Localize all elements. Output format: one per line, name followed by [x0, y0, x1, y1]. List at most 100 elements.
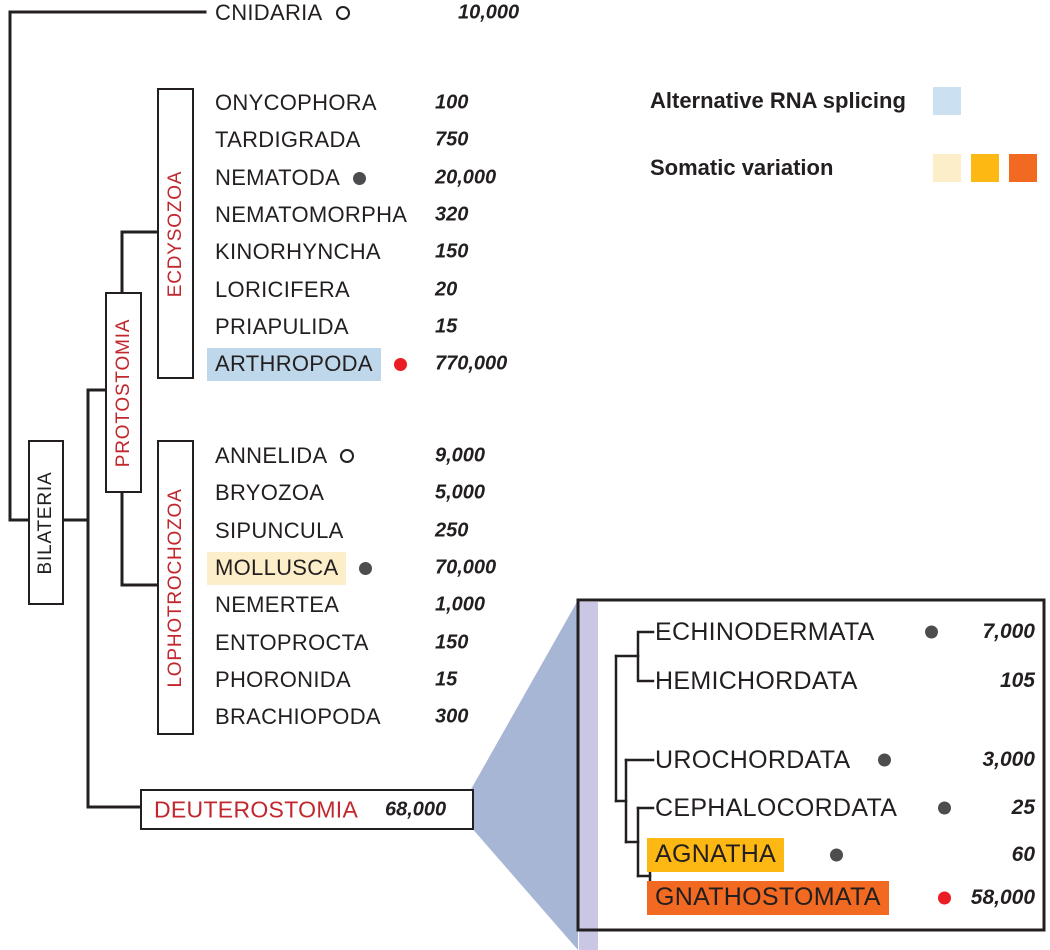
gray-dot-marker — [878, 753, 891, 767]
taxon-name: LORICIFERA — [215, 277, 351, 302]
taxon-count: 20 — [435, 278, 458, 301]
clade-box-bilateria: BILATERIA — [28, 440, 64, 605]
gray-dot-marker — [925, 625, 938, 639]
taxon-row-phoronida: PHORONIDA 15 — [215, 665, 595, 695]
taxon-name-highlighted: MOLLUSCA — [207, 551, 347, 585]
taxon-count: 5,000 — [435, 481, 486, 504]
taxon-name: UROCHORDATA — [655, 745, 851, 774]
taxon-count: 750 — [435, 128, 469, 151]
inset-panel-background — [578, 600, 1044, 930]
clade-label-lophotrochozoa: LOPHOTROCHOZOA — [164, 487, 186, 688]
gray-dot-marker — [353, 171, 367, 185]
taxon-count: 20,000 — [435, 166, 497, 189]
taxon-row-tardigrada: TARDIGRADA 750 — [215, 125, 595, 155]
inset-accent-strip — [579, 602, 598, 950]
taxon-count: 10,000 — [458, 1, 520, 24]
taxon-name: PHORONIDA — [215, 667, 351, 692]
taxon-row-bryozoa: BRYOZOA 5,000 — [215, 478, 595, 508]
taxon-row-gnathostomata: GNATHOSTOMATA 58,000 — [647, 881, 1035, 915]
taxon-row-priapulida: PRIAPULIDA 15 — [215, 312, 595, 342]
taxon-count: 300 — [435, 705, 469, 728]
taxon-row-mollusca: MOLLUSCA 70,000 — [207, 551, 595, 585]
somatic-swatch-orange — [1009, 154, 1037, 182]
clade-label-bilateria: BILATERIA — [35, 471, 56, 574]
taxon-name-highlighted: AGNATHA — [647, 838, 785, 872]
taxon-row-nematoda: NEMATODA 20,000 — [215, 163, 595, 193]
taxon-count: 15 — [435, 668, 458, 691]
taxon-name: SIPUNCULA — [215, 518, 344, 543]
clade-label-ecdysozoa: ECDYSOZOA — [164, 170, 186, 297]
gray-dot-marker — [359, 561, 373, 575]
red-dot-marker — [393, 357, 407, 371]
taxon-name: TARDIGRADA — [215, 127, 361, 152]
taxon-row-cnidaria: CNIDARIA 10,000 — [215, 0, 595, 28]
inset-panel-border — [576, 598, 1046, 932]
clade-label-deuterostomia: DEUTEROSTOMIA — [154, 796, 359, 822]
taxon-row-annelida: ANNELIDA 9,000 — [215, 441, 595, 471]
red-dot-marker — [938, 891, 951, 905]
taxon-count: 25 — [1011, 796, 1035, 819]
somatic-swatch-gold — [971, 154, 999, 182]
zoom-funnel — [470, 600, 578, 950]
taxon-row-kinorhyncha: KINORHYNCHA 150 — [215, 237, 595, 267]
taxon-name: CEPHALOCORDATA — [655, 793, 898, 822]
taxon-count: 58,000 — [970, 886, 1035, 909]
taxon-count: 100 — [435, 91, 469, 114]
taxon-count: 150 — [435, 240, 469, 263]
taxon-row-echinodermata: ECHINODERMATA 7,000 — [655, 616, 1035, 648]
taxon-name: CNIDARIA — [215, 0, 323, 25]
clade-box-protostomia: PROTOSTOMIA — [105, 292, 142, 493]
clade-label-protostomia: PROTOSTOMIA — [112, 318, 134, 467]
taxon-count: 9,000 — [435, 444, 486, 467]
taxon-row-loricifera: LORICIFERA 20 — [215, 275, 595, 305]
taxon-count: 7,000 — [982, 620, 1035, 643]
taxon-row-hemichordata: HEMICHORDATA 105 — [655, 665, 1035, 697]
taxon-name-highlighted: ARTHROPODA — [207, 347, 381, 381]
taxon-name: BRACHIOPODA — [215, 704, 381, 729]
taxon-count: 3,000 — [982, 748, 1035, 771]
legend-alt-splicing-label: Alternative RNA splicing — [650, 88, 906, 113]
open-circle-marker — [340, 449, 355, 463]
taxon-row-entoprocta: ENTOPROCTA 150 — [215, 628, 595, 658]
taxon-name: ECHINODERMATA — [655, 617, 875, 646]
taxon-row-brachiopoda: BRACHIOPODA 300 — [215, 702, 595, 732]
taxon-name: NEMATODA — [215, 165, 341, 190]
taxon-count: 105 — [999, 669, 1035, 692]
taxon-count: 15 — [435, 315, 458, 338]
taxon-row-onycophora: ONYCOPHORA 100 — [215, 88, 595, 118]
clade-box-ecdysozoa: ECDYSOZOA — [157, 88, 194, 379]
taxon-row-nemertea: NEMERTEA 1,000 — [215, 590, 595, 620]
taxon-name: BRYOZOA — [215, 480, 325, 505]
somatic-swatch-cream — [933, 154, 961, 182]
gray-dot-marker — [830, 848, 843, 862]
alt-splicing-swatch — [933, 87, 961, 115]
deuterostomia-count: 68,000 — [385, 798, 447, 820]
open-circle-marker — [335, 6, 350, 20]
taxon-name: ANNELIDA — [215, 443, 328, 468]
clade-box-lophotrochozoa: LOPHOTROCHOZOA — [157, 440, 194, 735]
taxon-name-highlighted: GNATHOSTOMATA — [647, 881, 889, 915]
legend-somatic-label: Somatic variation — [650, 155, 834, 180]
taxon-row-urochordata: UROCHORDATA 3,000 — [655, 744, 1035, 776]
taxon-name: NEMATOMORPHA — [215, 202, 408, 227]
taxon-row-arthropoda: ARTHROPODA 770,000 — [207, 347, 595, 381]
taxon-name: NEMERTEA — [215, 592, 340, 617]
taxon-count: 250 — [435, 519, 469, 542]
gray-dot-marker — [938, 801, 951, 815]
taxon-count: 1,000 — [435, 593, 486, 616]
taxon-row-nematomorpha: NEMATOMORPHA 320 — [215, 200, 595, 230]
taxon-name: ENTOPROCTA — [215, 630, 369, 655]
taxon-count: 60 — [1011, 843, 1035, 866]
taxon-name: PRIAPULIDA — [215, 314, 349, 339]
taxon-count: 70,000 — [435, 556, 497, 579]
taxon-name: HEMICHORDATA — [655, 666, 858, 695]
taxon-count: 150 — [435, 631, 469, 654]
taxon-row-sipuncula: SIPUNCULA 250 — [215, 516, 595, 546]
main-tree-branches — [8, 10, 207, 809]
taxon-count: 770,000 — [435, 352, 508, 375]
taxon-row-agnatha: AGNATHA 60 — [647, 838, 1035, 872]
taxon-count: 320 — [435, 203, 469, 226]
clade-box-deuterostomia: DEUTEROSTOMIA 68,000 — [140, 789, 474, 830]
